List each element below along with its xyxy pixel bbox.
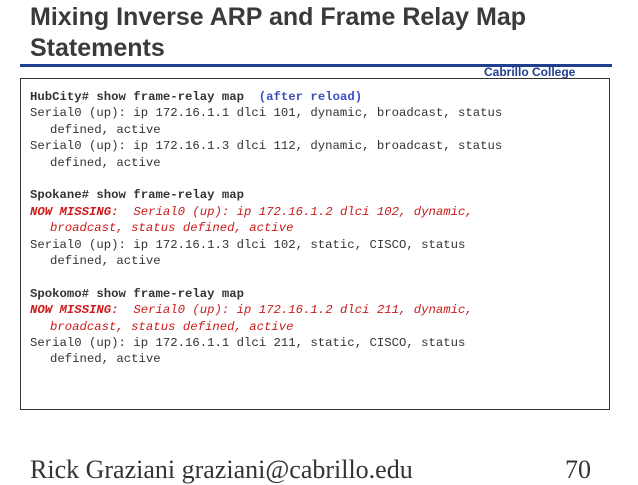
code-line: NOW MISSING: Serial0 (up): ip 172.16.1.2… [30, 302, 609, 318]
code-line: Serial0 (up): ip 172.16.1.1 dlci 211, st… [30, 336, 466, 351]
hubcity-note: (after reload) [258, 90, 363, 104]
code-line: defined, active [50, 122, 161, 137]
code-line: HubCity# show frame-relay map (after rel… [30, 89, 609, 105]
spokane-prompt: Spokane# show frame-relay map [30, 188, 245, 203]
spacer [30, 269, 609, 285]
code-line: NOW MISSING: Serial0 (up): ip 172.16.1.2… [30, 204, 609, 220]
missing-text: Serial0 (up): ip 172.16.1.2 dlci 211, dy… [133, 303, 473, 318]
code-line: Serial0 (up): ip 172.16.1.3 dlci 112, dy… [30, 139, 503, 154]
missing-text: broadcast, status defined, active [50, 221, 294, 236]
missing-text: broadcast, status defined, active [50, 319, 294, 334]
footer-author: Rick Graziani graziani@cabrillo.edu [30, 455, 413, 484]
code-output-box: HubCity# show frame-relay map (after rel… [20, 78, 610, 410]
page-number: 70 [565, 455, 591, 484]
missing-label: NOW MISSING: [30, 204, 119, 219]
code-line: defined, active [50, 155, 161, 170]
brand-label: Cabrillo College [484, 65, 576, 79]
missing-label: NOW MISSING: [30, 303, 119, 318]
code-line: defined, active [50, 254, 161, 269]
slide-footer: Rick Graziani graziani@cabrillo.edu 70 [30, 455, 630, 485]
slide-title: Mixing Inverse ARP and Frame Relay Map S… [30, 3, 526, 62]
missing-text: Serial0 (up): ip 172.16.1.2 dlci 102, dy… [133, 204, 473, 219]
hubcity-prompt: HubCity# show frame-relay map [30, 90, 245, 104]
spacer [30, 171, 609, 187]
code-line: Serial0 (up): ip 172.16.1.3 dlci 102, st… [30, 237, 466, 252]
code-line: defined, active [50, 352, 161, 367]
title-divider [20, 64, 612, 67]
code-line: Serial0 (up): ip 172.16.1.1 dlci 101, dy… [30, 106, 503, 121]
spokomo-prompt: Spokomo# show frame-relay map [30, 286, 245, 301]
